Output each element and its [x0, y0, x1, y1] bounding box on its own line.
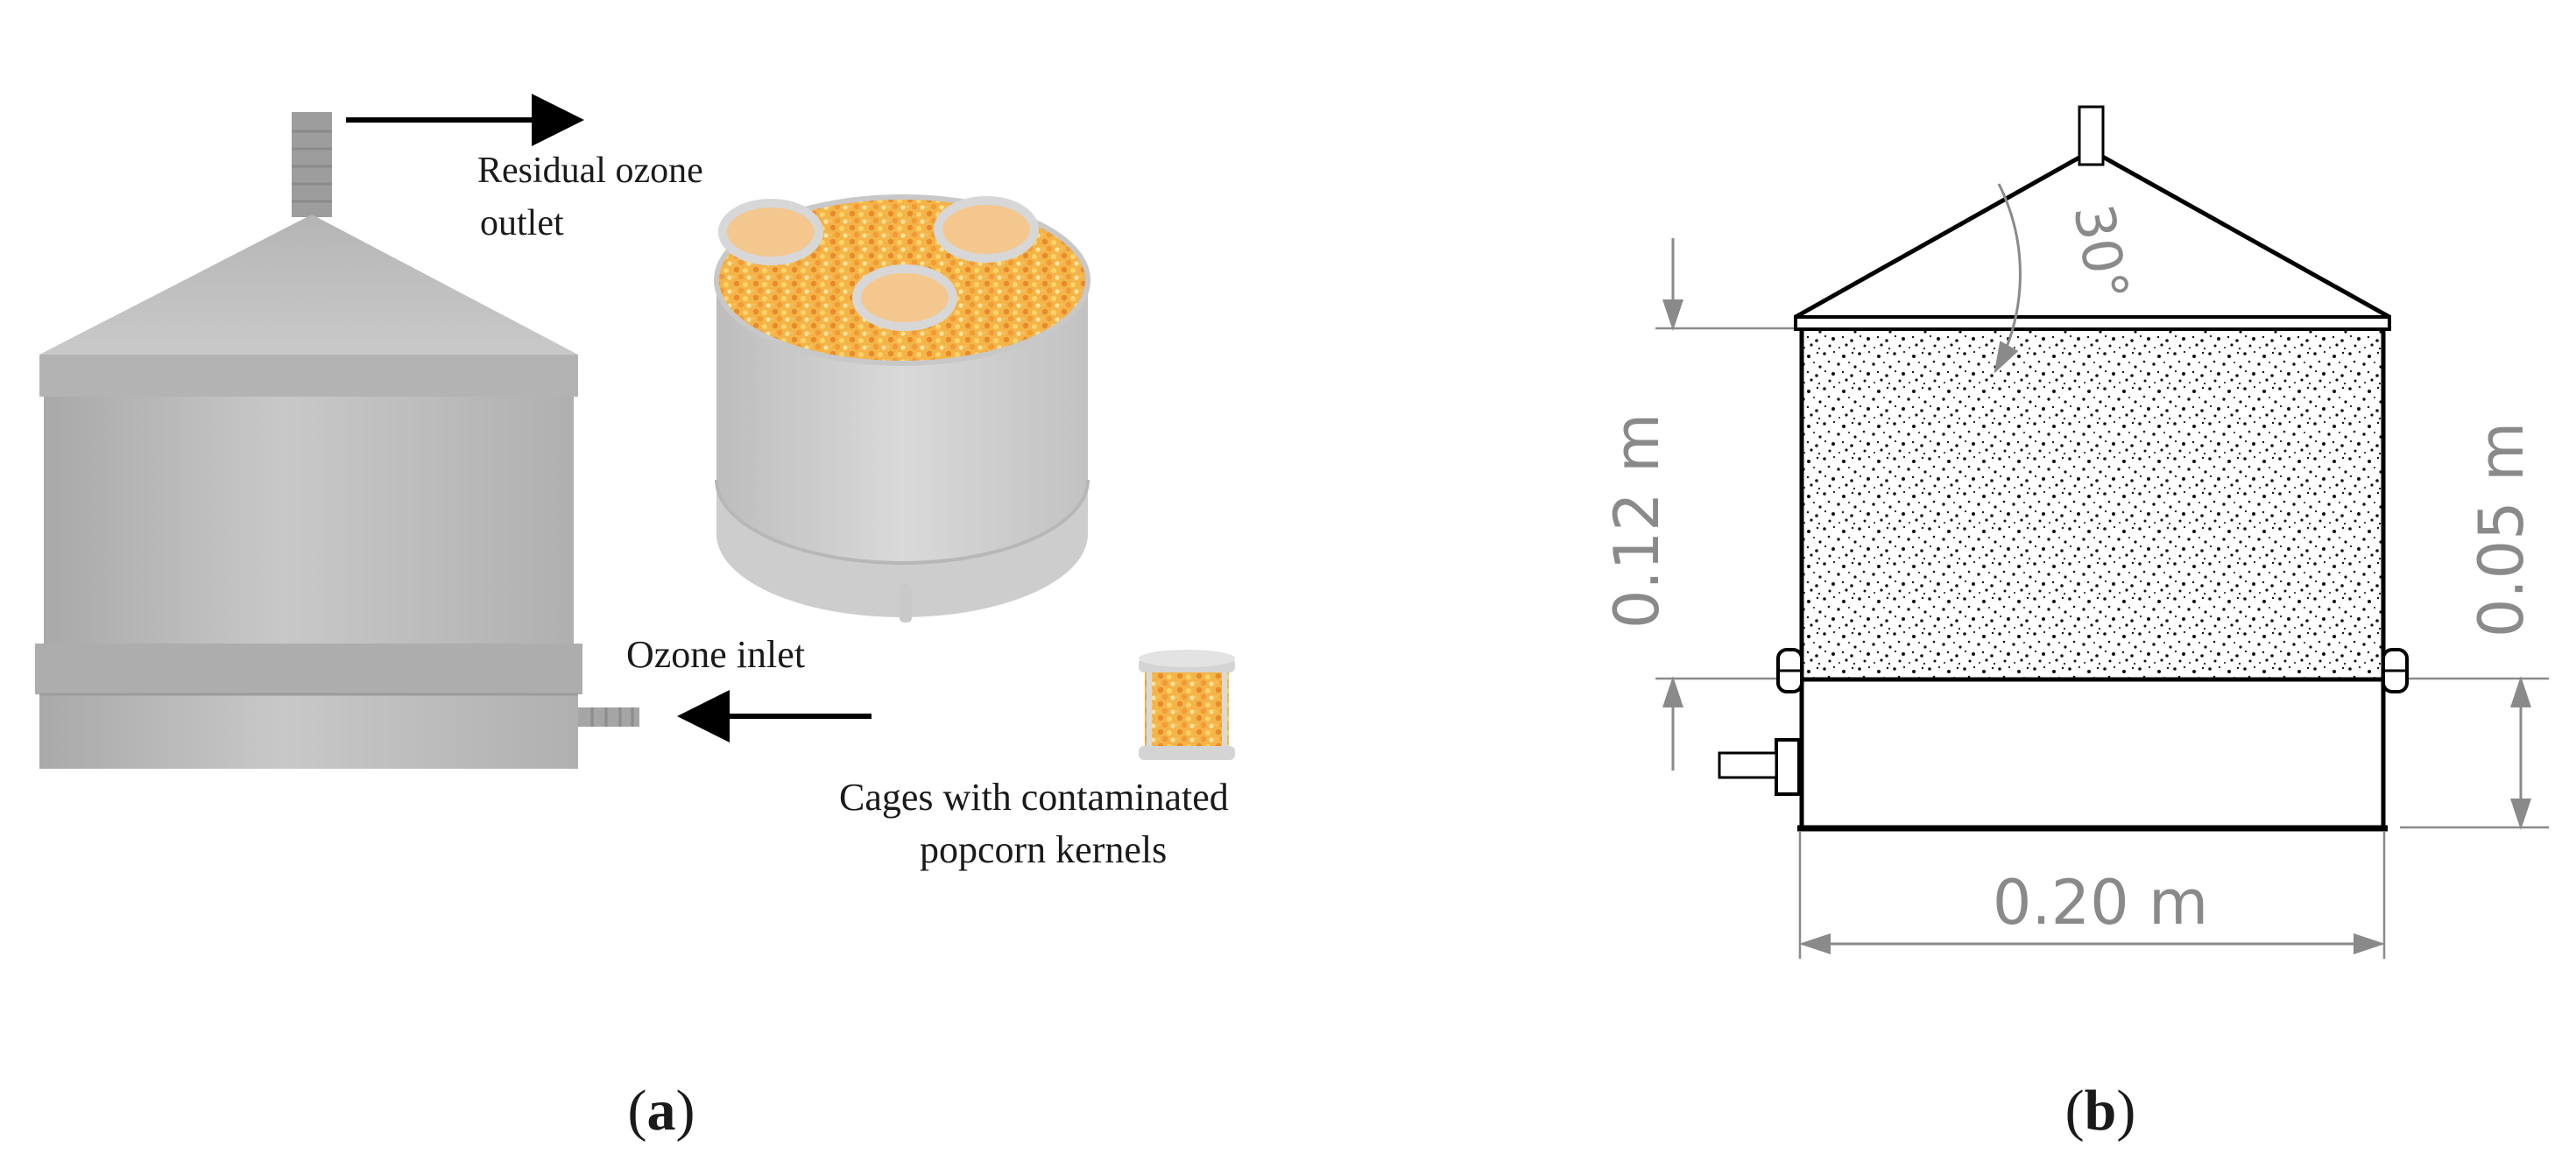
silo-base [39, 694, 578, 769]
embedded-cage-rings [718, 196, 1039, 331]
panel-b: 30° 0.12 m 0.05 m 0.20 m (b) [1601, 105, 2549, 1143]
inlet-port [1775, 738, 1801, 796]
outlet-pipe [292, 112, 332, 217]
silo-roof [39, 215, 578, 355]
panel-b-label: (b) [2065, 1079, 2136, 1143]
outlet-pipe-threads [292, 130, 332, 203]
inlet-stub [1718, 751, 1778, 779]
drain-spout [900, 584, 912, 623]
panel-a-label: (a) [628, 1079, 695, 1143]
angle-label: 30° [2061, 200, 2141, 306]
silo-section-drawing [1718, 105, 2409, 832]
silo-roof-rim [39, 355, 578, 397]
contaminated-kernel-cage [1139, 650, 1235, 760]
roof-rim [1794, 315, 2391, 331]
grain-fill [1803, 328, 2382, 679]
outlet-label-line2: outlet [480, 203, 564, 243]
ozone-silo-vessel [35, 112, 639, 769]
height-base-label: 0.05 m [2466, 422, 2537, 637]
cages-label-line1: Cages with contaminated [839, 776, 1229, 819]
outlet-label-line1: Residual ozone [477, 151, 703, 191]
panel-a: Residual ozone outlet Ozone inlet Cages … [35, 94, 1235, 1143]
inlet-nozzle [578, 707, 639, 727]
angle-arc [1994, 183, 2022, 374]
inlet-label: Ozone inlet [626, 633, 805, 676]
silo-body [44, 397, 574, 644]
silo-base-flange [35, 644, 582, 694]
open-container-with-kernels [714, 194, 1090, 623]
top-vent [2078, 105, 2105, 166]
height-total-label: 0.12 m [1601, 413, 1673, 629]
cages-label-line2: popcorn kernels [920, 828, 1167, 871]
width-label: 0.20 m [1993, 867, 2208, 939]
